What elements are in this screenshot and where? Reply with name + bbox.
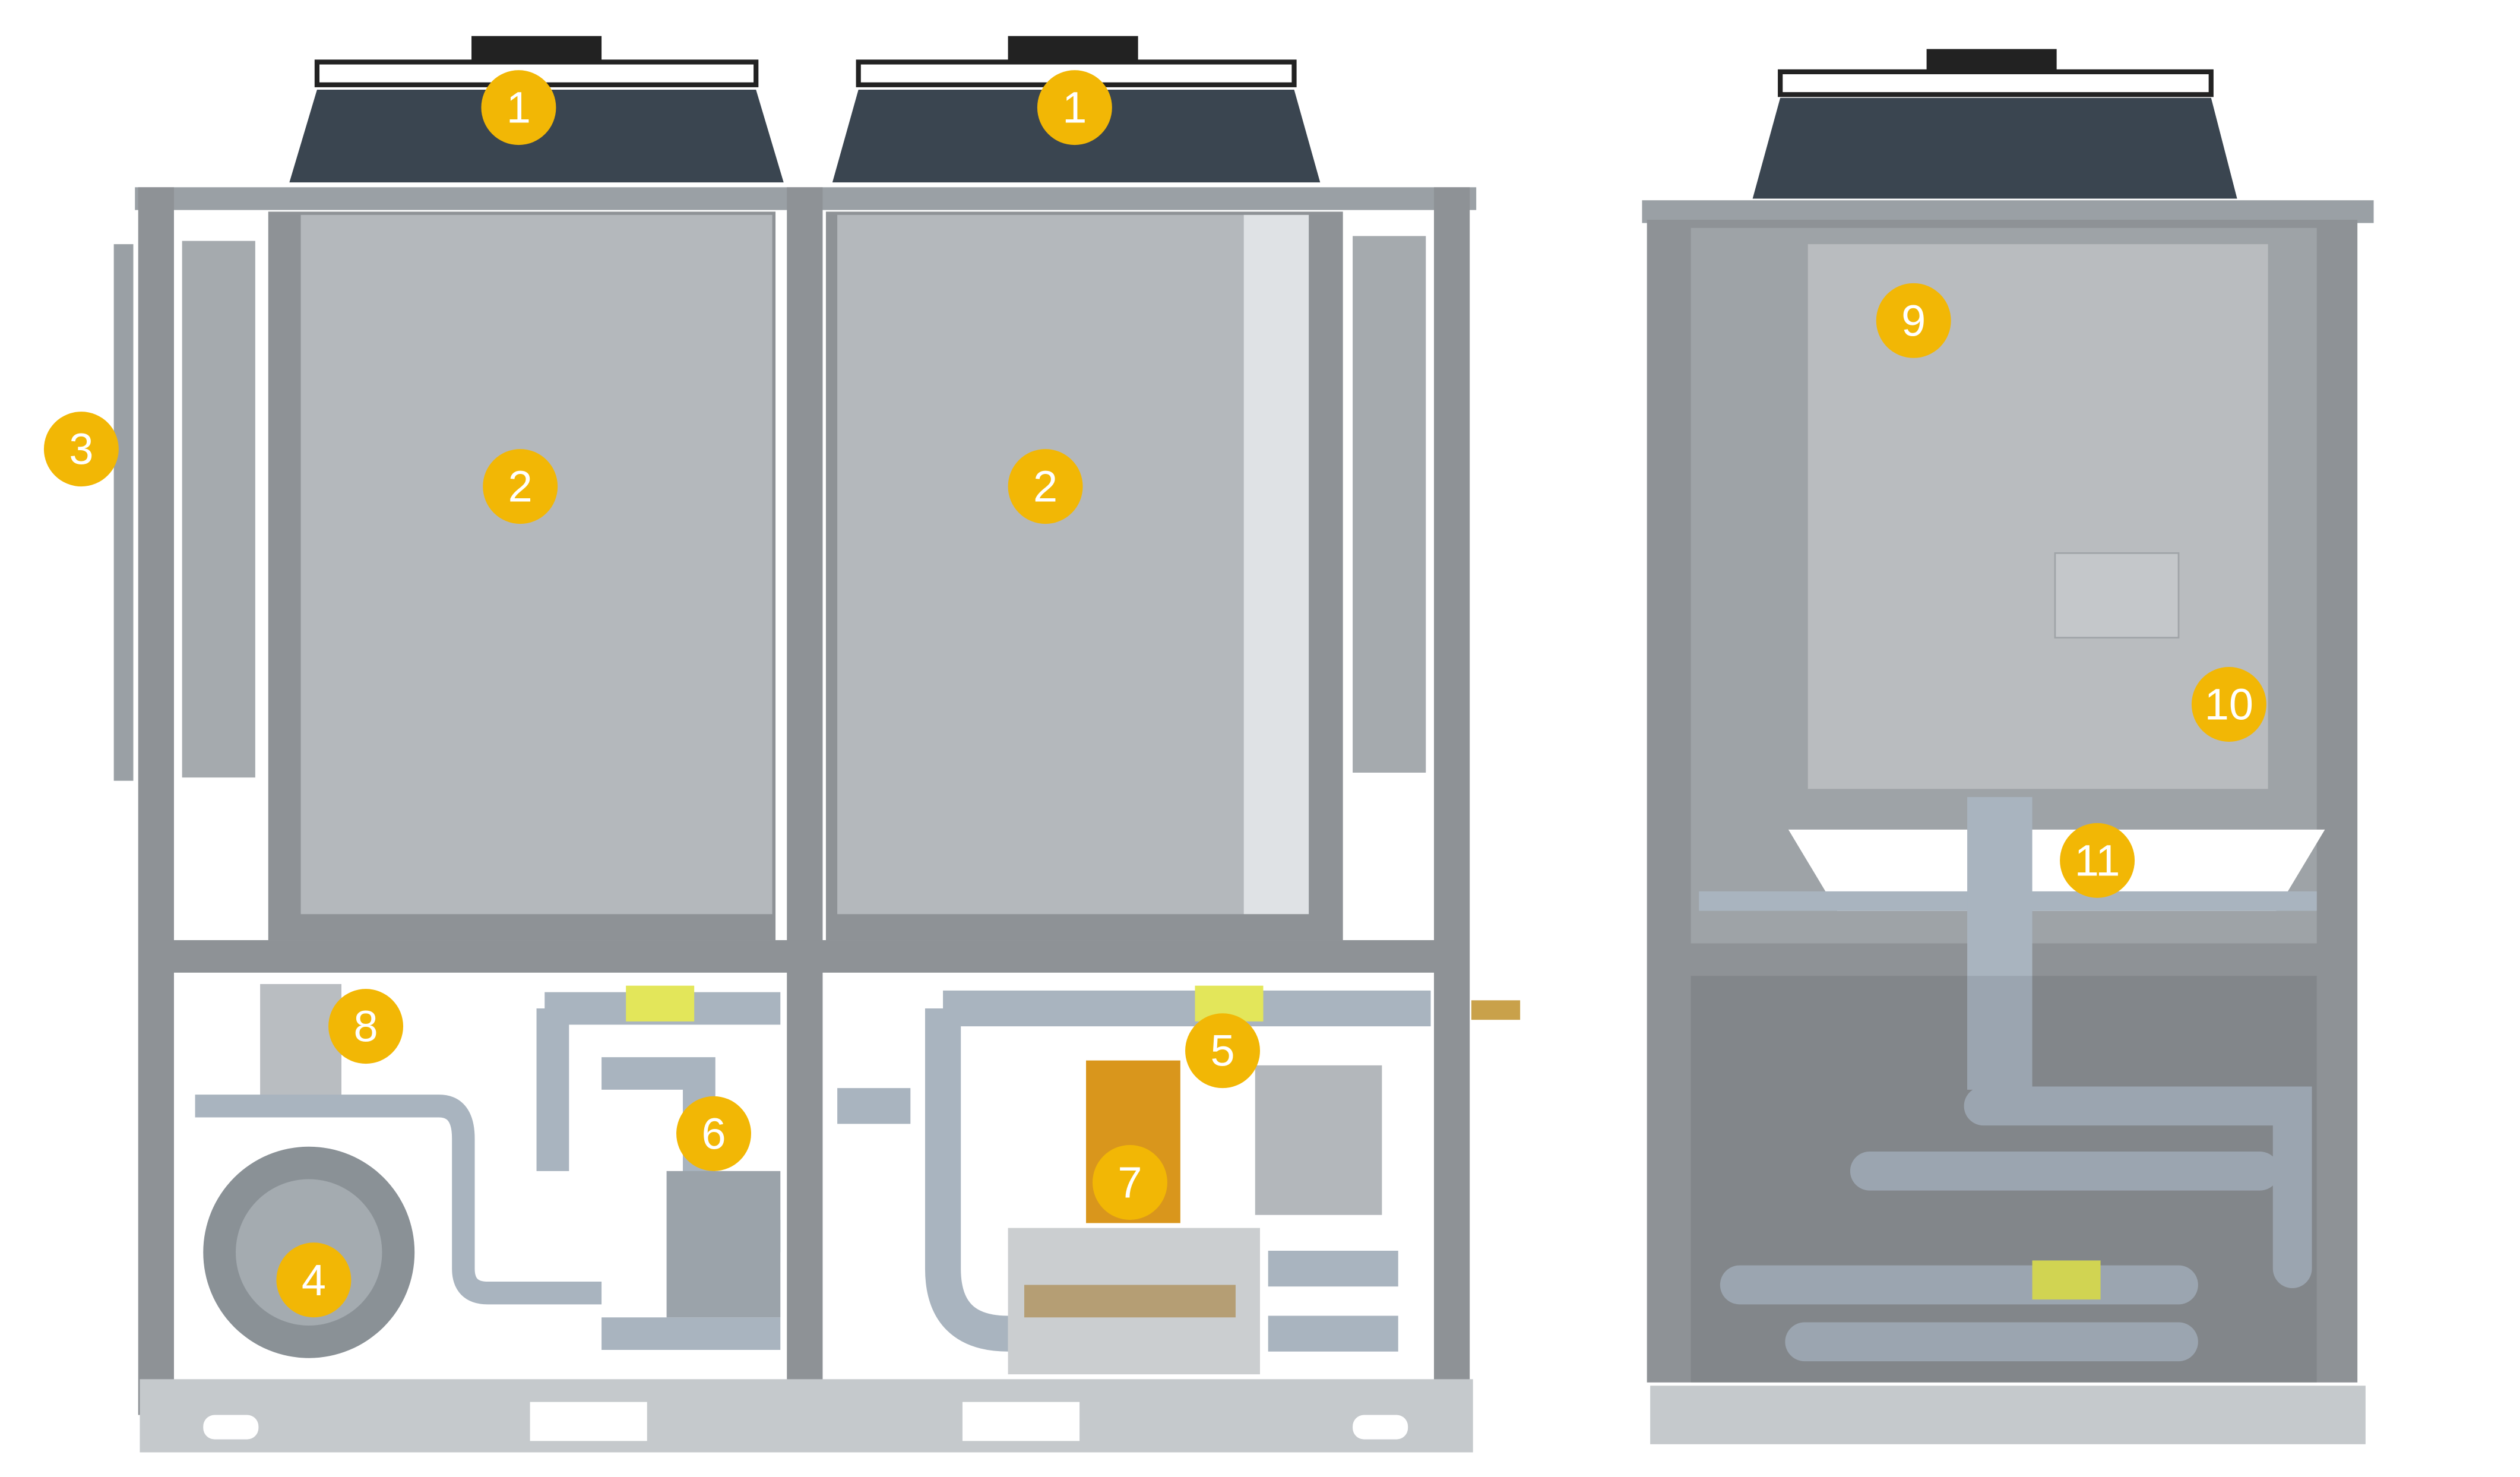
svg-text:5: 5 [1210,1026,1234,1076]
callout-2-coil-right: 2 [1008,449,1083,524]
fan-side [1752,49,2237,199]
svg-text:1: 1 [506,83,531,132]
svg-text:8: 8 [354,1002,378,1051]
svg-text:3: 3 [69,425,93,474]
callout-9-electrical-cabinet: 9 [1876,283,1951,358]
svg-text:6: 6 [701,1109,726,1158]
svg-text:9: 9 [1901,296,1926,345]
callout-6-valve: 6 [676,1096,751,1171]
side-panel [113,244,134,781]
tank [260,983,341,1098]
callout-10-cabinet-door: 10 [2191,667,2266,742]
svg-text:1: 1 [1062,83,1087,132]
callout-1-fan-right: 1 [1037,70,1112,146]
cabinet-window [2054,552,2180,639]
callout-1-fan-left: 1 [481,70,556,146]
callout-5-pump-pipe: 5 [1185,1013,1260,1089]
side-unit [1642,49,2374,1444]
callout-11-header-pipe: 11 [2060,823,2135,898]
front-unit [113,36,1521,1453]
callout-4-compressor: 4 [276,1242,352,1318]
svg-text:11: 11 [2075,836,2120,885]
svg-text:2: 2 [508,462,533,511]
callout-2-coil-left: 2 [483,449,558,524]
callout-7-pump: 7 [1092,1145,1167,1220]
svg-text:10: 10 [2205,680,2253,729]
svg-text:7: 7 [1117,1157,1142,1207]
svg-text:4: 4 [302,1255,326,1305]
callout-3-side-panel: 3 [43,412,119,487]
callout-8-tank: 8 [328,989,404,1064]
svg-text:2: 2 [1033,462,1058,511]
